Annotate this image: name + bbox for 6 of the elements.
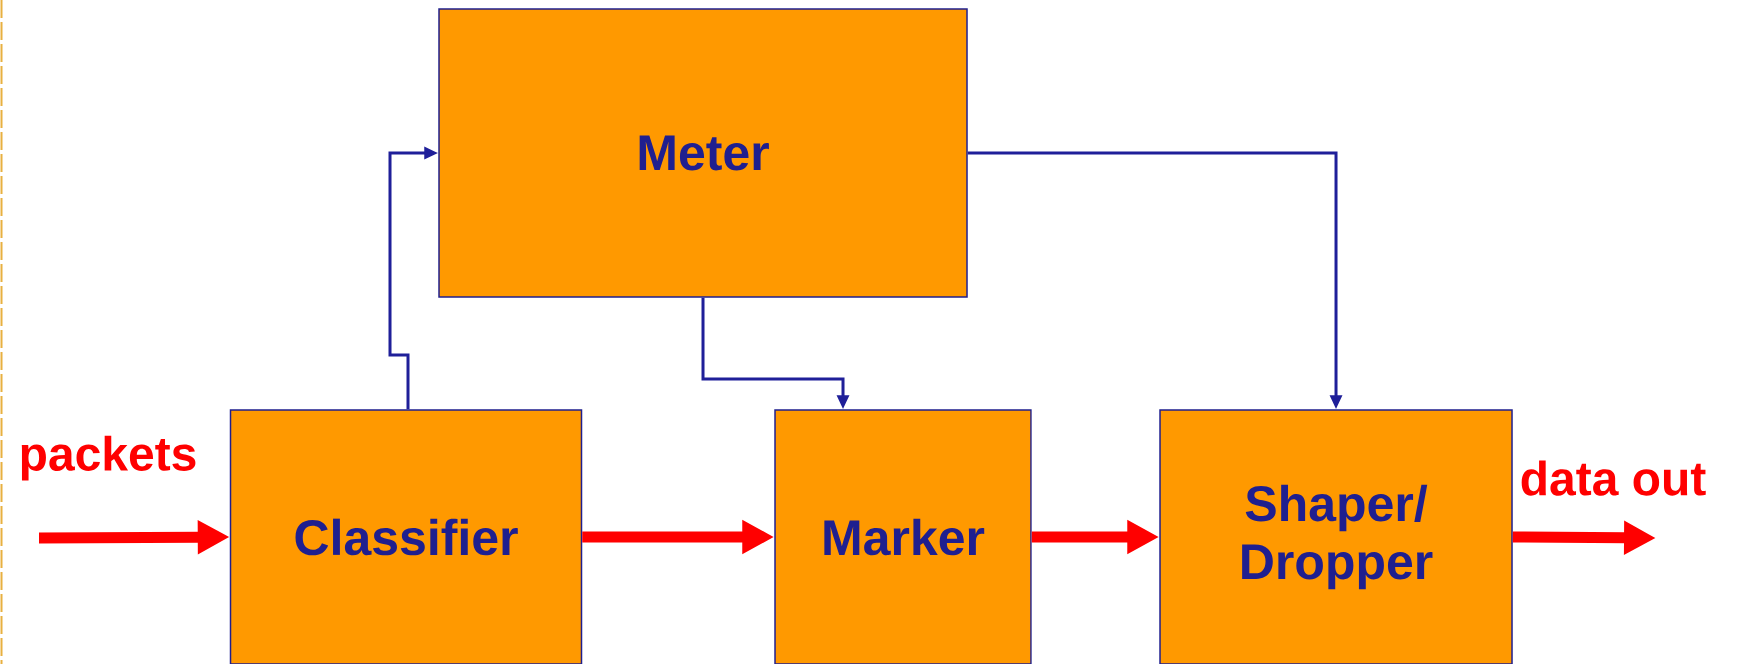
edge-label: packets — [21, 435, 196, 481]
process-box: Meter — [438, 8, 968, 298]
edge-label: data out — [1521, 460, 1706, 496]
process-box: Marker — [774, 409, 1032, 664]
process-box: Classifier — [229, 409, 583, 664]
process-box: Shaper/ Dropper — [1159, 409, 1513, 664]
